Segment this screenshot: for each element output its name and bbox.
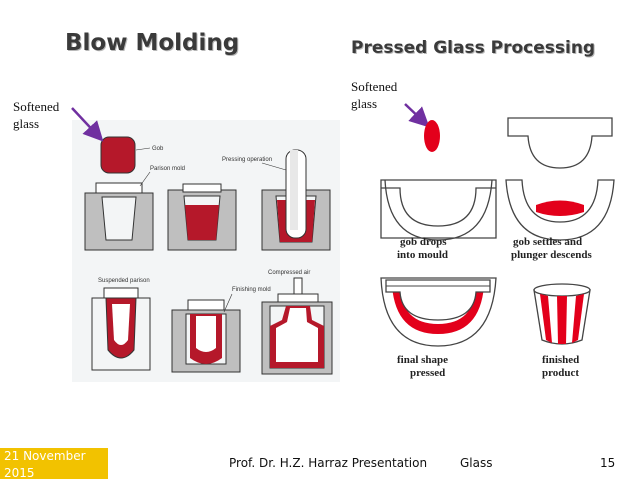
pressing-operation-label: Pressing operation: [222, 157, 272, 163]
caption-gob-drops-1: gob drops: [400, 236, 447, 248]
parison-mold-label: Parison mold: [150, 166, 185, 172]
blow-molding-diagram: Gob Parison mold Pressing operation: [72, 120, 340, 382]
softened-glass-label-right: Softened glass: [351, 79, 398, 111]
press-final-shape: [380, 277, 497, 347]
finishing-mold-label: Finishing mold: [232, 287, 271, 293]
blow-molding-title: Blow Molding: [65, 30, 240, 56]
pressed-glass-title: Pressed Glass Processing: [351, 38, 596, 58]
footer-date: 21 November 2015: [4, 449, 86, 479]
parison-mold-filled: [167, 183, 237, 251]
caption-gob-settles-2: plunger descends: [511, 249, 593, 261]
pressing-operation: [261, 149, 331, 251]
footer-topic: Glass: [460, 456, 493, 470]
compressed-air-blow: [261, 277, 333, 375]
press-plunger-1: [507, 117, 613, 169]
suspended-parison-label: Suspended parison: [98, 278, 150, 284]
caption-gob-settles-1: gob settles and: [513, 236, 582, 248]
caption-finished-2: product: [542, 367, 579, 379]
press-mould-1: [380, 179, 497, 239]
gob-label: Gob: [152, 146, 164, 152]
footer-date-box: 21 November 2015: [0, 448, 108, 479]
gob-shape: [100, 136, 136, 174]
caption-final-shape-1: final shape: [397, 354, 448, 366]
pressed-glass-diagram: gob drops into mould gob settles and plu…: [380, 117, 615, 379]
compressed-air-label: Compressed air: [268, 270, 310, 276]
finishing-mold: [171, 299, 241, 373]
caption-finished-1: finished: [542, 354, 579, 366]
footer-page-number: 15: [600, 456, 616, 470]
softened-glass-label-left: Softened glass: [13, 99, 60, 131]
footer-presenter: Prof. Dr. H.Z. Harraz Presentation: [229, 456, 428, 470]
press-gob: [424, 120, 440, 152]
press-mould-2: [505, 179, 615, 241]
softened-glass-arrow-left: [71, 107, 104, 142]
press-finished-product: [533, 283, 591, 345]
caption-gob-drops-2: into mould: [397, 249, 448, 261]
caption-final-shape-2: pressed: [410, 367, 445, 379]
suspended-parison: [91, 287, 151, 371]
softened-glass-arrow-right: [404, 103, 430, 128]
parison-mold-empty: [84, 182, 154, 251]
